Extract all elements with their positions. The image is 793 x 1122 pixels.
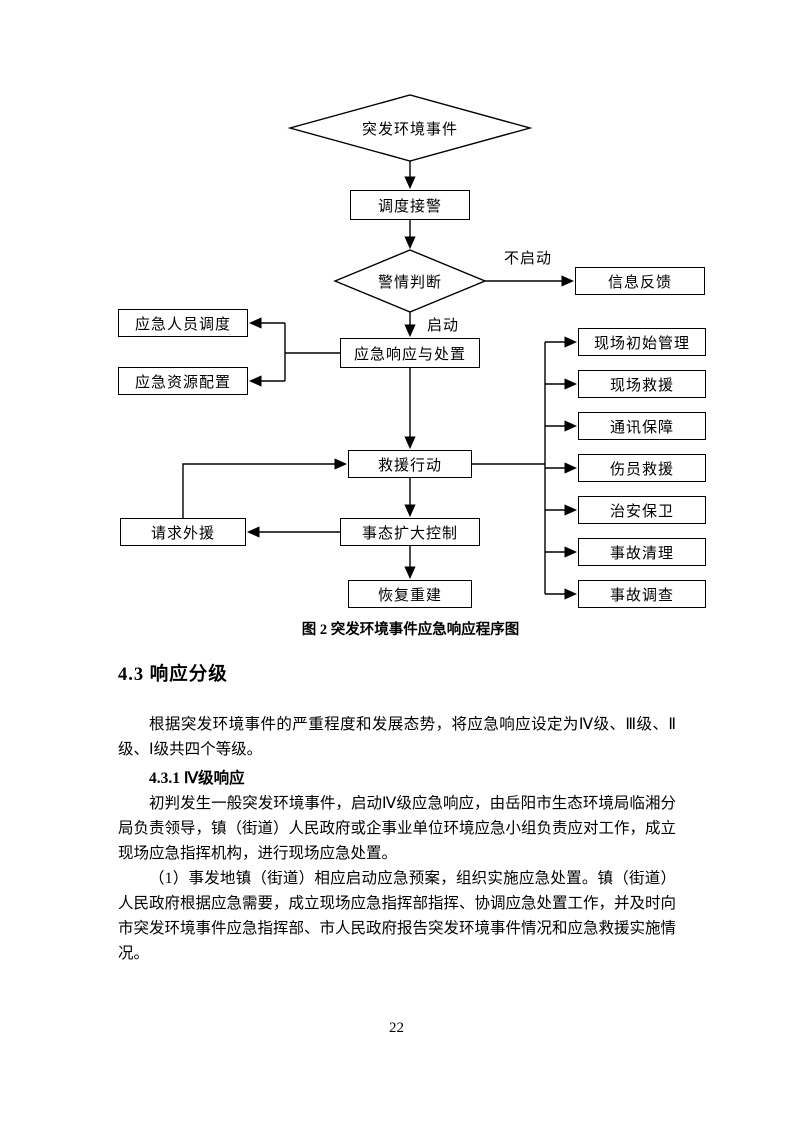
figure-caption: 图 2 突发环境事件应急响应程序图 xyxy=(301,622,520,638)
edge-label-no-start: 不启动 xyxy=(503,250,552,267)
start-diamond-shape xyxy=(287,94,533,162)
flow-node-initial-management: 现场初始管理 xyxy=(578,328,706,356)
flow-node-recovery: 恢复重建 xyxy=(348,580,472,608)
flow-node-response: 应急响应与处置 xyxy=(340,338,480,368)
flow-node-security: 治安保卫 xyxy=(578,496,706,524)
flowchart-connectors xyxy=(182,94,578,600)
flow-node-escalation: 事态扩大控制 xyxy=(340,518,480,546)
flow-node-communication: 通讯保障 xyxy=(578,412,706,440)
flow-node-investigation: 事故调查 xyxy=(578,580,706,608)
paragraph-1: 根据突发环境事件的严重程度和发展态势，将应急响应设定为Ⅳ级、Ⅲ级、Ⅱ级、Ⅰ级共四… xyxy=(118,716,676,758)
flow-node-dispatch: 调度接警 xyxy=(350,190,470,220)
section-heading: 4.3 响应分级 xyxy=(118,665,228,685)
page-number: 22 xyxy=(389,1020,404,1036)
paragraph-3: （1）事发地镇（街道）相应启动应急预案，组织实施应急处置。镇（街道）人民政府根据… xyxy=(118,870,677,962)
flow-node-feedback: 信息反馈 xyxy=(575,267,705,295)
flow-node-judge: 警情判断 xyxy=(377,274,442,291)
flow-node-rescue: 救援行动 xyxy=(348,450,472,478)
flow-node-site-rescue: 现场救援 xyxy=(578,370,706,398)
flow-node-external-help: 请求外援 xyxy=(120,518,246,546)
flow-node-resources: 应急资源配置 xyxy=(118,367,248,395)
paragraph-2: 初判发生一般突发环境事件，启动Ⅳ级应急响应，由岳阳市生态环境局临湘分局负责领导，… xyxy=(118,795,677,862)
flow-node-injured-rescue: 伤员救援 xyxy=(578,454,706,482)
flow-node-cleanup: 事故清理 xyxy=(578,538,706,566)
flow-node-personnel: 应急人员调度 xyxy=(118,309,248,337)
flow-node-start: 突发环境事件 xyxy=(361,121,458,138)
edge-label-start: 启动 xyxy=(426,317,459,334)
subsection-heading: 4.3.1 Ⅳ级响应 xyxy=(149,770,245,787)
